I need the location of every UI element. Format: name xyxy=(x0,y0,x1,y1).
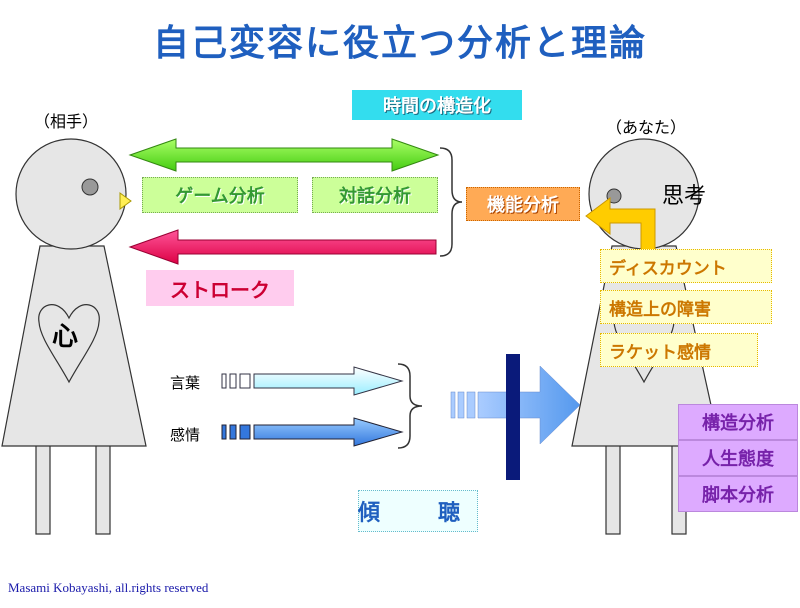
you-label: （あなた） xyxy=(606,118,687,137)
racket-feeling-box: ラケット感情 xyxy=(600,333,758,367)
red-left-arrow xyxy=(128,229,437,265)
script-analysis-box: 脚本分析 xyxy=(678,476,798,512)
partner-beak xyxy=(119,192,132,210)
life-position-box: 人生態度 xyxy=(678,440,798,476)
partner-leg-right xyxy=(95,443,111,535)
heart-shape xyxy=(38,304,100,384)
partner-label: （相手） xyxy=(34,112,99,131)
time-structuring-box: 時間の構造化 xyxy=(352,90,522,120)
partner-leg-left xyxy=(35,443,51,535)
discount-box: ディスカウント xyxy=(600,249,772,283)
heart-label: 心 xyxy=(52,322,79,352)
page-title: 自己変容に役立つ分析と理論 xyxy=(152,23,647,64)
feelings-arrow xyxy=(221,417,404,447)
structural-obstacle-box: 構造上の障害 xyxy=(600,290,772,324)
partner-head xyxy=(15,138,127,250)
feelings-label: 感情 xyxy=(170,426,201,444)
you-leg-left xyxy=(605,443,621,535)
partner-eye xyxy=(81,178,99,196)
structural-analysis-box: 構造分析 xyxy=(678,404,798,440)
game-analysis-box: ゲーム分析 xyxy=(142,177,298,213)
thought-arrow xyxy=(585,197,656,251)
barrier-bar xyxy=(506,354,520,480)
functional-analysis-box: 機能分析 xyxy=(466,187,580,221)
brace-left xyxy=(397,363,423,449)
big-blue-arrow xyxy=(450,365,581,445)
copyright-footer: Masami Kobayashi, all.rights reserved xyxy=(8,580,209,595)
dialogue-analysis-box: 対話分析 xyxy=(312,177,438,213)
green-double-arrow xyxy=(128,138,440,172)
brace-right xyxy=(439,147,463,257)
words-label: 言葉 xyxy=(170,374,201,392)
stroke-box: ストローク xyxy=(146,270,294,306)
partner-figure xyxy=(1,138,147,535)
words-arrow xyxy=(221,366,404,396)
thought-label: 思考 xyxy=(662,184,707,209)
listening-box: 傾 聴 xyxy=(358,490,478,532)
